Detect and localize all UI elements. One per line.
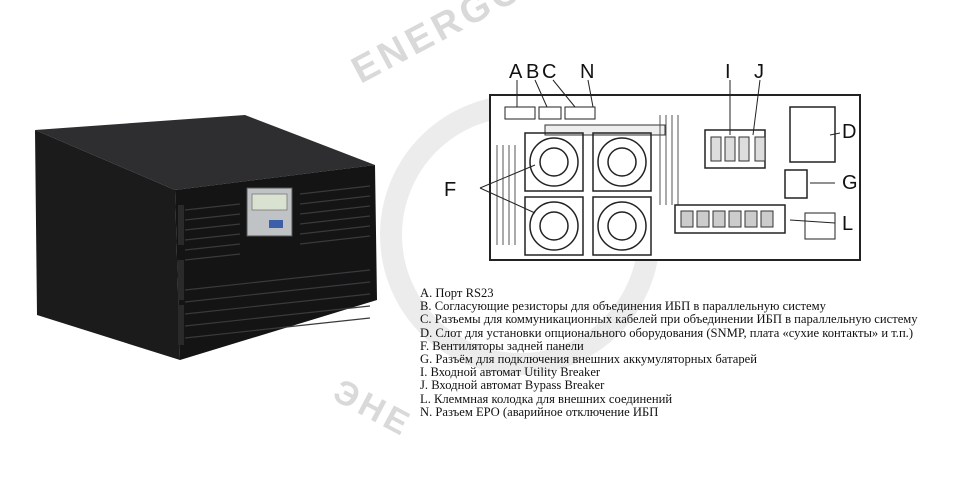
callout-c: C bbox=[542, 61, 557, 83]
legend-item-d: D. Слот для установки опционального обор… bbox=[420, 325, 914, 340]
watermark-bottom-text: ЭНЕ bbox=[327, 372, 419, 445]
legend-item-j: J. Входной автомат Bypass Breaker bbox=[420, 378, 605, 393]
callout-l: L bbox=[842, 213, 854, 235]
callout-a: A bbox=[509, 61, 523, 83]
callout-n: N bbox=[580, 61, 595, 83]
legend-item-l: L. Клеммная колодка для внешних соединен… bbox=[420, 391, 673, 406]
legend-item-g: G. Разъём для подключения внешних аккуму… bbox=[420, 352, 757, 367]
legend-item-b: B. Согласующие резисторы для объединения… bbox=[420, 299, 826, 314]
callout-b: B bbox=[526, 61, 540, 83]
callout-j: J bbox=[754, 61, 764, 83]
ups-front-photo bbox=[35, 115, 377, 360]
rear-fans bbox=[524, 132, 652, 256]
legend-item-a: A. Порт RS23 bbox=[420, 286, 494, 300]
legend-item-i: I. Входной автомат Utility Breaker bbox=[420, 365, 601, 380]
callout-f: F bbox=[444, 179, 457, 201]
legend-item-n: N. Разъем EPO (аварийное отключение ИБП bbox=[420, 404, 659, 419]
legend-item-c: C. Разъемы для коммуникационных кабелей … bbox=[420, 312, 918, 327]
legend-item-f: F. Вентиляторы задней панели bbox=[420, 338, 584, 353]
component-legend: A. Порт RS23 B. Согласующие резисторы дл… bbox=[420, 286, 965, 419]
rear-panel-diagram bbox=[479, 79, 861, 261]
callout-g: G bbox=[842, 172, 858, 194]
callout-d: D bbox=[842, 121, 857, 143]
callout-i: I bbox=[725, 61, 731, 83]
